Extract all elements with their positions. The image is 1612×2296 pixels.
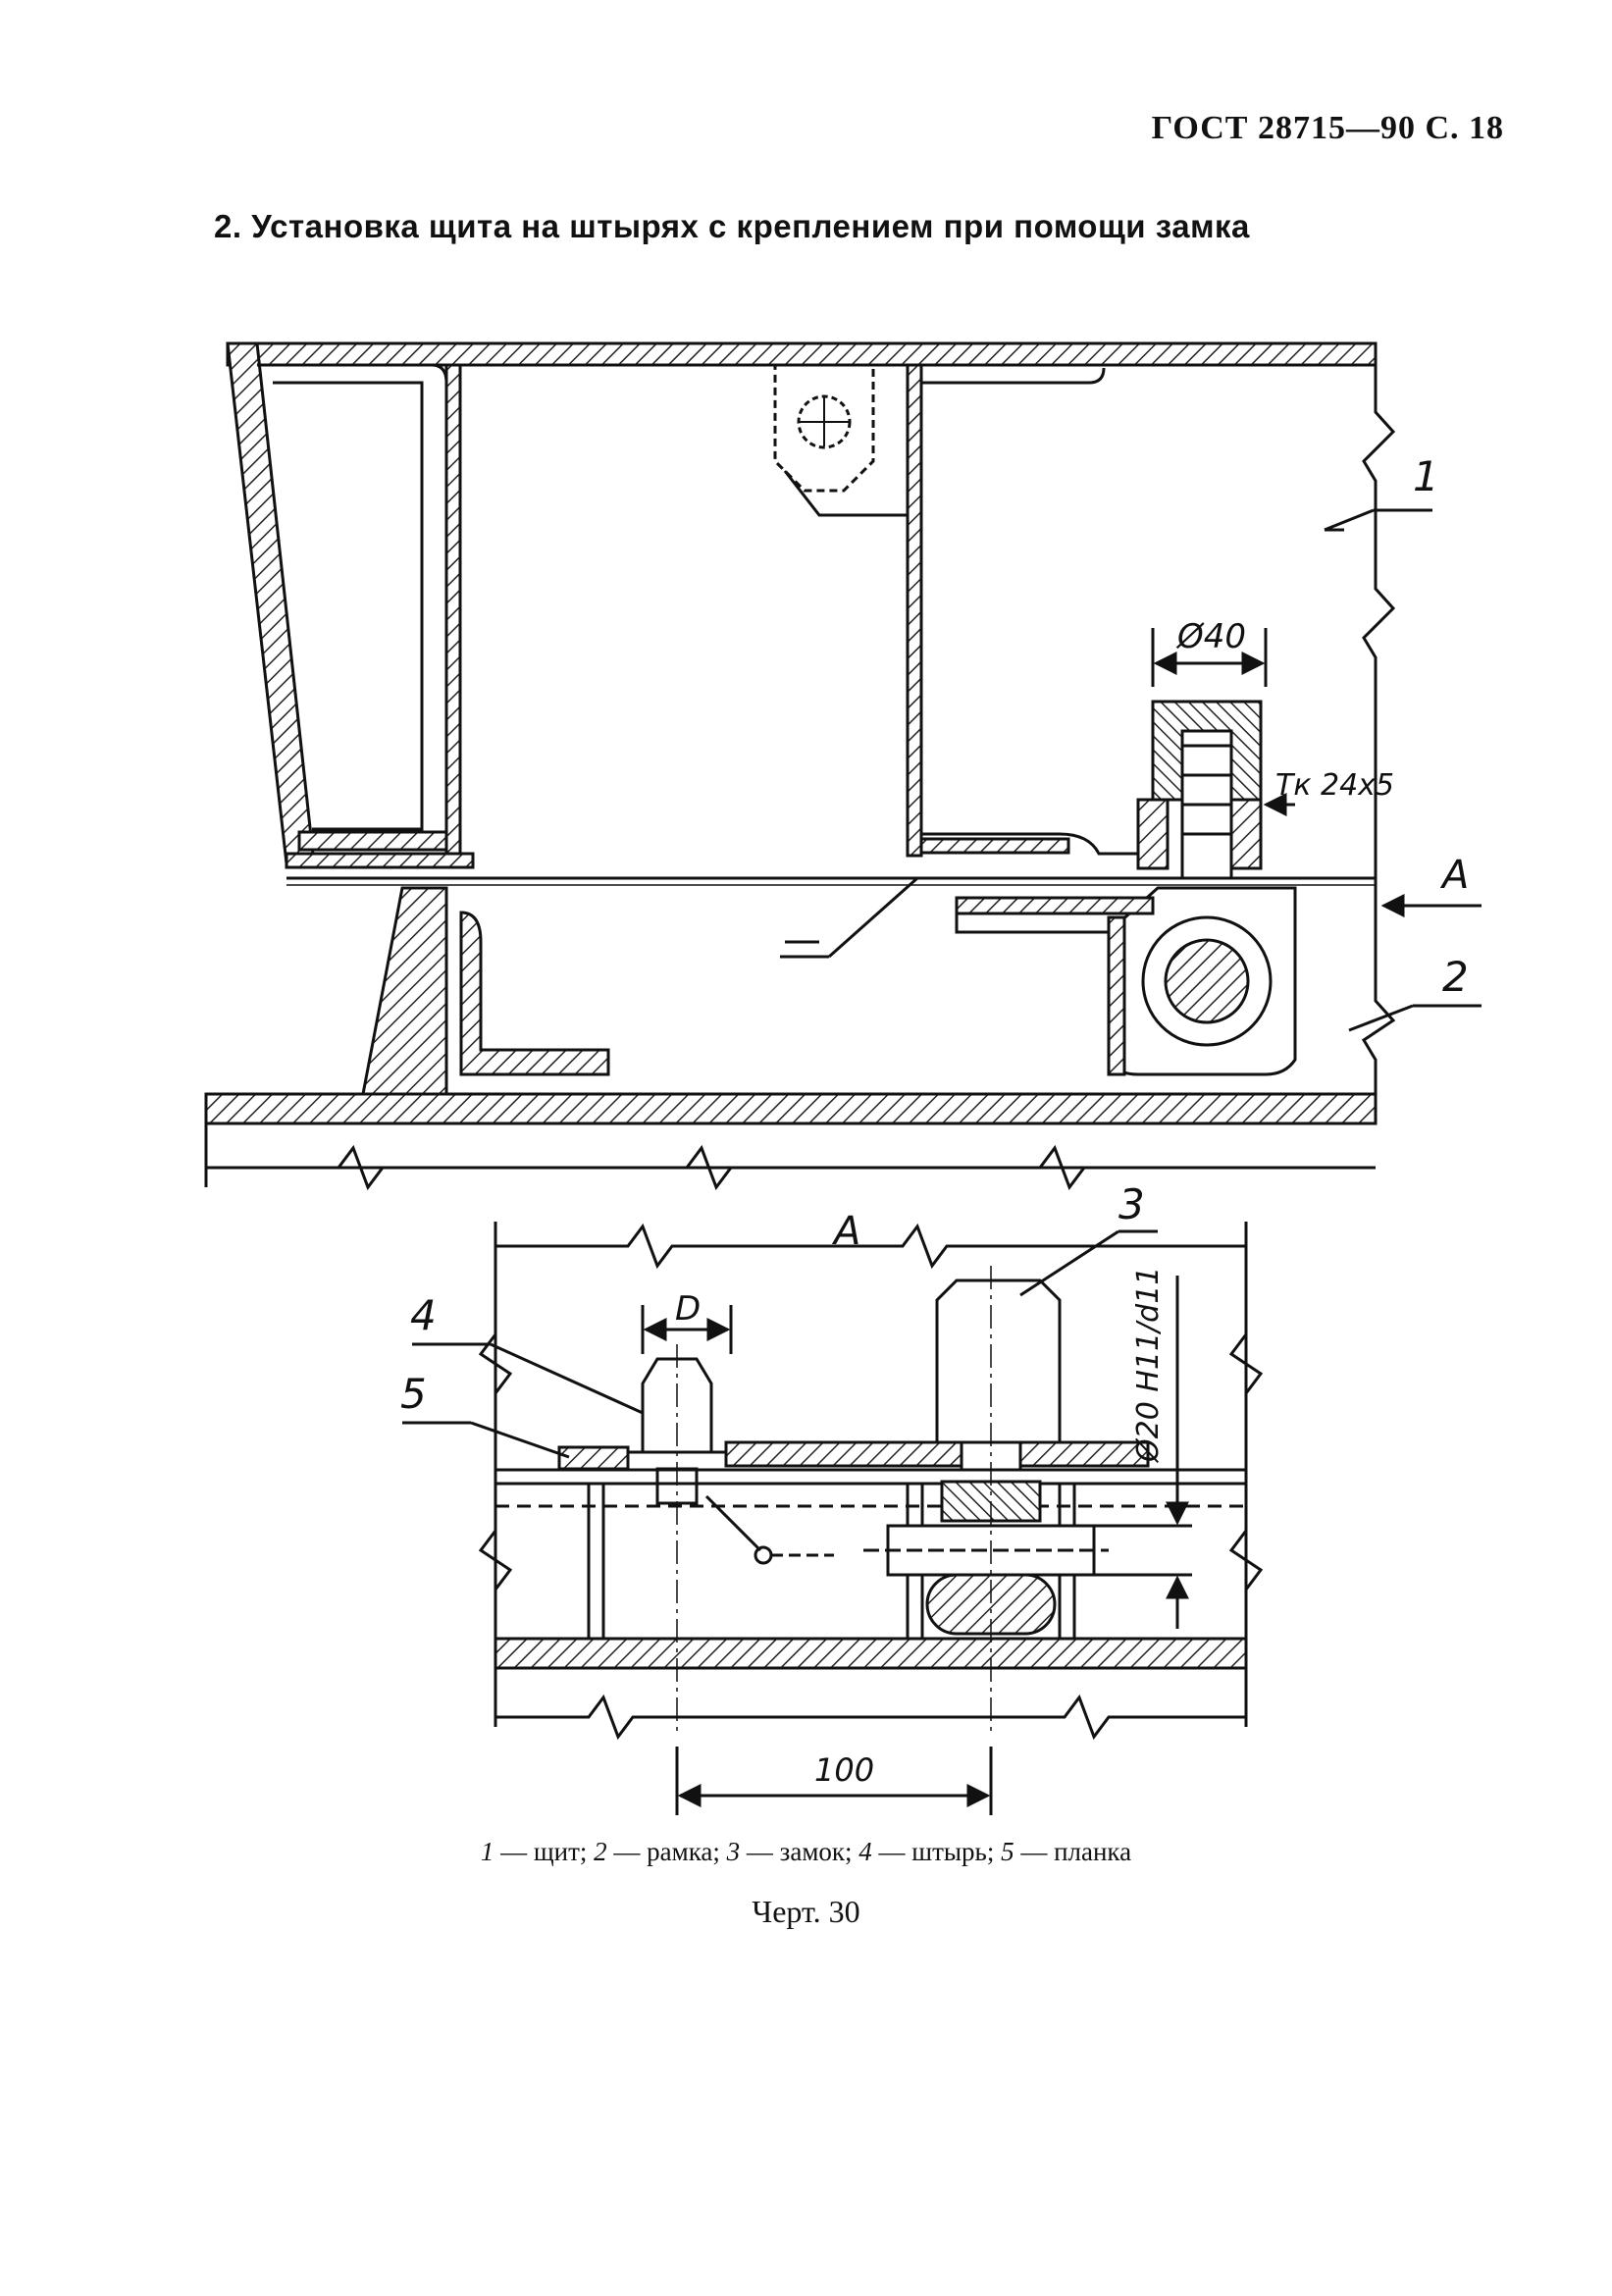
part-label-2: 2 (1442, 953, 1469, 1001)
legend-text-4: — штырь; (878, 1837, 995, 1866)
page-header: ГОСТ 28715—90 С. 18 (1151, 110, 1504, 146)
view-title-label: A (831, 1209, 860, 1254)
view-arrow-label: A (1439, 853, 1469, 898)
legend-num-4: 4 (858, 1837, 872, 1866)
dimension-d-label: D (675, 1289, 701, 1329)
thread-label: Тк 24х5 (1275, 768, 1394, 803)
dimension-100-label: 100 (814, 1751, 874, 1789)
upper-section-view (204, 341, 1482, 1191)
section-heading: 2. Установка щита на штырях с креплением… (214, 208, 1250, 244)
fit-label: Ø20 H11/d11 (1131, 1267, 1166, 1464)
part-label-1: 1 (1413, 452, 1439, 500)
legend-num-5: 5 (1001, 1837, 1014, 1866)
legend-text-2: — рамка; (613, 1837, 720, 1866)
legend-num-2: 2 (594, 1837, 607, 1866)
legend-text-5: — планка (1020, 1837, 1132, 1866)
legend-text-3: — замок; (746, 1837, 853, 1866)
legend-num-1: 1 (480, 1837, 494, 1866)
legend-num-3: 3 (726, 1837, 741, 1866)
figure-number: Черт. 30 (752, 1894, 860, 1929)
figure-legend: 1 — щит; 2 — рамка; 3 — замок; 4 — штырь… (0, 1837, 1612, 1867)
part-label-5: 5 (400, 1370, 427, 1418)
legend-text-1: — щит; (500, 1837, 588, 1866)
part-label-4: 4 (410, 1291, 437, 1339)
lower-section-view (402, 1222, 1264, 1815)
part-label-3: 3 (1118, 1180, 1145, 1228)
diameter-40-label: Ø40 (1175, 617, 1246, 656)
